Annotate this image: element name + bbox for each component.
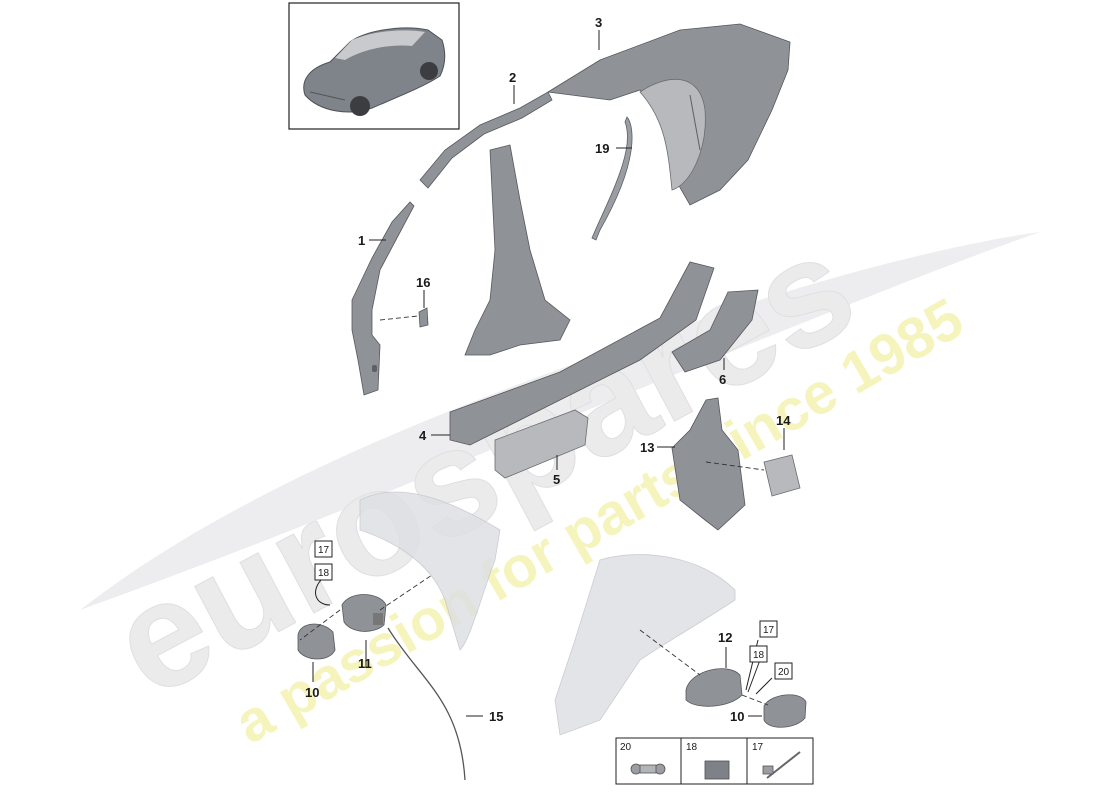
part-sill-cover [494, 409, 589, 479]
legend-label-18: 18 [686, 742, 698, 753]
part-rear-sill-extension [671, 289, 759, 373]
ghost-quarter-panel-right [554, 554, 736, 736]
callout-2: 2 [509, 70, 516, 85]
callout-13: 13 [640, 440, 654, 455]
callout-14: 14 [776, 413, 791, 428]
boxed-callout-20: 20 [778, 667, 790, 678]
parts-legend: 20 18 17 [615, 737, 814, 785]
part-release-cable [387, 627, 466, 781]
legend-label-20: 20 [620, 742, 632, 753]
part-fuel-cap-right [763, 694, 807, 728]
legend-icon-clamp [630, 763, 666, 775]
callout-11: 11 [358, 656, 372, 671]
ghost-quarter-panel-left [359, 491, 501, 651]
callout-15: 15 [489, 709, 503, 724]
callout-12: 12 [718, 630, 732, 645]
part-cover-plate [763, 454, 801, 497]
boxed-callout-18-right: 18 [753, 650, 765, 661]
part-seal [591, 116, 633, 241]
part-roof-rail [419, 91, 553, 189]
boxed-callout-17-right: 17 [763, 625, 775, 636]
callout-10-right: 10 [730, 709, 744, 724]
callout-10-left: 10 [305, 685, 319, 700]
vehicle-thumbnail [288, 2, 460, 130]
callout-16: 16 [416, 275, 430, 290]
legend-icon-clip [762, 751, 801, 779]
part-fuel-flap-housing-right [685, 668, 743, 707]
part-a-pillar [351, 201, 415, 396]
boxed-callout-18-left: 18 [318, 568, 330, 579]
legend-icon-pad [704, 760, 730, 780]
part-rear-quarter-panel [546, 23, 791, 206]
callout-6: 6 [719, 372, 726, 387]
part-wheelhouse-bracket [671, 397, 746, 531]
part-side-sill [449, 261, 715, 446]
part-fuel-cap-left [297, 623, 336, 660]
callout-labels: 1 2 3 4 5 6 10 10 11 12 13 14 15 16 19 [305, 15, 791, 724]
legend-label-17: 17 [752, 742, 764, 753]
part-clip [418, 307, 429, 328]
callout-1: 1 [358, 233, 365, 248]
callout-4: 4 [419, 428, 427, 443]
part-fuel-flap-housing-left [341, 594, 387, 632]
callout-19: 19 [595, 141, 609, 156]
part-b-pillar [464, 144, 571, 356]
boxed-callout-17-left: 17 [318, 545, 330, 556]
callout-5: 5 [553, 472, 560, 487]
callout-3: 3 [595, 15, 602, 30]
boxed-callouts: 17 18 17 18 20 [314, 540, 793, 680]
